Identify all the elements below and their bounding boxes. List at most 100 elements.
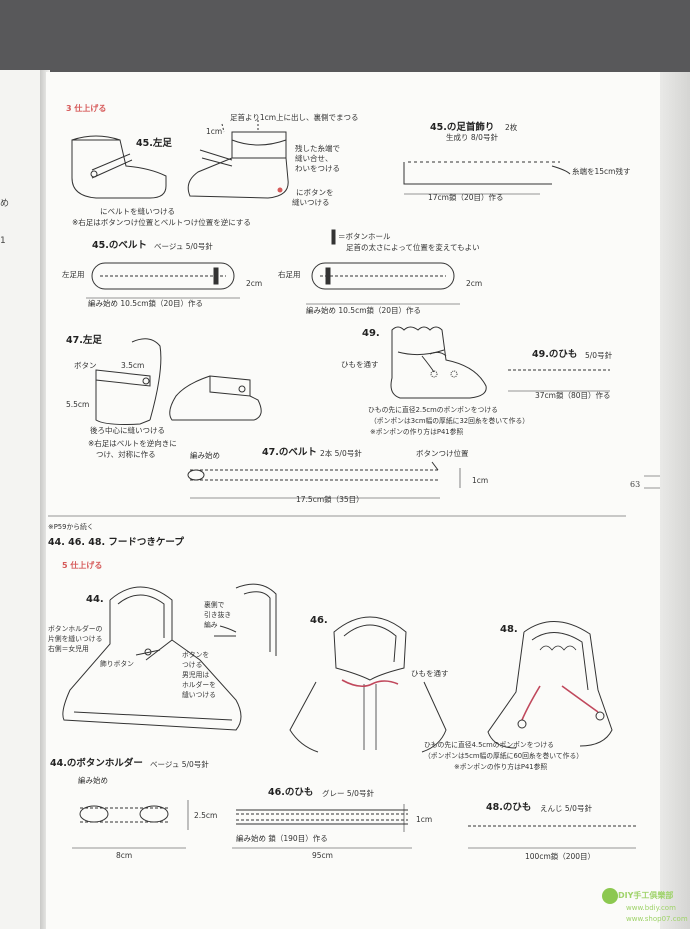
pompom49-3: ※ポンポンの作り方はP41参照 [370, 428, 464, 436]
left-page-fragment: め 1 [0, 70, 44, 929]
watermark-sub: www.shop07.com [626, 915, 688, 923]
dim-5-5cm: 5.5cm [66, 400, 90, 409]
note-boy-1: ボタンを [182, 651, 210, 659]
right-foot-label: 右足用 [278, 270, 301, 279]
left-foot-label: 左足用 [62, 270, 85, 279]
continued-note: ※P59から続く [48, 523, 94, 531]
cord48-spec: えんじ 5/0号針 [540, 804, 592, 813]
note-holder-1: ボタンホルダーの [48, 625, 103, 633]
cord46-1cm: 1cm [416, 815, 433, 824]
cord49-chart [508, 369, 610, 392]
left-page-text: 1 [0, 236, 6, 246]
cord46-title: 46.のひも [268, 787, 314, 798]
pattern-page [46, 72, 660, 929]
belt45-right-chart [306, 229, 460, 305]
note-pull-1: 裏側で [204, 601, 225, 609]
item44-label: 44. [86, 594, 104, 605]
ankle-spec: 生成り 8/0号針 [446, 133, 498, 142]
cord48-length: 100cm鎖（200目） [525, 852, 596, 861]
slipper-45-left-drawing [71, 135, 167, 199]
ankle-length: 17cm鎖（20目）作る [428, 193, 504, 202]
belt45-left-chart [86, 262, 240, 299]
pompom49-2: （ポンポンは3cm幅の厚紙に32回糸を巻いて作る） [370, 417, 530, 425]
note-pull-3: 編み [204, 621, 218, 629]
cord46-start: 編み始め 鎖（190目）作る [236, 834, 328, 843]
belt47-spec: 2本 5/0号針 [320, 449, 362, 458]
slipper-47-left-drawing [95, 338, 262, 425]
note-boy-5: 縫いつける [182, 691, 216, 699]
pass-cord-49: ひもを通す [341, 360, 379, 369]
note-1cm: 1cm [206, 127, 223, 136]
dim-3-5cm: 3.5cm [121, 361, 145, 370]
ankle-ornament-chart [403, 161, 571, 195]
watermark-site: DIY手工俱樂部 [618, 891, 674, 900]
cape-48-drawing [487, 621, 613, 749]
cord49-title: 49.のひも [532, 349, 578, 360]
hood-detail-drawing [214, 583, 277, 656]
pompom48-3: ※ポンポンの作り方はP41参照 [454, 763, 548, 771]
note-thread-1: 残した糸端で [295, 144, 340, 153]
note-thread-3: わいをつける [295, 164, 340, 173]
holder-start: 編み始め [78, 776, 108, 785]
watermark-url: www.bdiy.com [626, 904, 676, 912]
holder44-spec: ベージュ 5/0号針 [150, 760, 209, 769]
note-right47-1: ※右足はベルトを逆向きに [88, 439, 177, 448]
note-belt-a: にベルトを縫いつける [100, 207, 175, 216]
pass-cord-46: ひもを通す [411, 669, 449, 678]
holder-8cm: 8cm [116, 851, 133, 860]
book-spine [40, 70, 50, 929]
note-boy-2: つける [182, 661, 203, 669]
cord49-length: 37cm鎖（80目）作る [535, 391, 611, 400]
cord48-chart [468, 825, 636, 849]
holder-2-5cm: 2.5cm [194, 811, 218, 820]
cord49-spec: 5/0号針 [585, 351, 613, 360]
holder44-title: 44.のボタンホルダー [50, 758, 143, 769]
item48-label: 48. [500, 624, 518, 635]
cord46-spec: グレー 5/0号針 [322, 789, 374, 798]
item46-label: 46. [310, 615, 328, 626]
item45-label: 45.左足 [136, 138, 172, 149]
note-pull-2: 引き抜き [204, 611, 232, 619]
buttonhole-note: 足首の太さによって位置を変えてもよい [346, 243, 480, 252]
pompom49-1: ひもの先に直径2.5cmのポンポンをつける [368, 406, 498, 414]
note-top: 足首より1cm上に出し、裏側でまつる [230, 113, 359, 122]
belt45-start-left: 編み始め 10.5cm鎖（20目）作る [88, 299, 204, 308]
note-boy-3: 男児用は [182, 671, 210, 679]
ankle-count: 2枚 [505, 123, 518, 132]
belt45-title: 45.のベルト [92, 240, 147, 251]
slipper-45-finished-drawing [187, 120, 289, 199]
note-thread-2: 縫い合せ、 [295, 154, 333, 163]
note-boy-4: ホルダーを [182, 681, 216, 689]
section5-heading: 5 仕上げる [62, 561, 103, 570]
belt45-height-left: 2cm [246, 279, 263, 288]
note-belt-b: ※右足はボタンつけ位置とベルトつけ位置を逆にする [72, 218, 251, 227]
ankle-thread: 糸端を15cm残す [572, 167, 631, 176]
deco-button: 飾りボタン [100, 660, 134, 668]
cord48-title: 48.のひも [486, 802, 532, 813]
belt47-chart [187, 461, 461, 499]
cape-title: 44. 46. 48. フードつきケープ [48, 537, 184, 548]
item49-label: 49. [362, 328, 380, 339]
cord46-chart [232, 804, 412, 849]
watermark-logo [602, 888, 618, 904]
left-page-text: め [0, 199, 10, 209]
belt45-start-right: 編み始め 10.5cm鎖（20目）作る [306, 306, 422, 315]
note-holder-3: 右側＝女児用 [48, 645, 89, 653]
belt47-1cm: 1cm [472, 476, 489, 485]
item47-label: 47.左足 [66, 335, 102, 346]
section3-heading: 3 仕上げる [66, 104, 107, 113]
pompom48-1: ひもの先に直径4.5cmのポンポンをつける [424, 741, 554, 749]
belt47-length: 17.5cm鎖（35目） [296, 495, 364, 504]
note-button-1: にボタンを [296, 188, 334, 197]
belt47-title: 47.のベルト [262, 447, 317, 458]
page-edge [660, 72, 690, 929]
button-position: ボタンつけ位置 [416, 449, 469, 458]
belt45-spec: ベージュ 5/0号針 [154, 242, 213, 251]
note-holder-2: 片側を縫いつける [48, 635, 103, 643]
holder44-chart [72, 800, 189, 849]
page-number: 63 [630, 480, 641, 489]
bootie-49-drawing [390, 326, 487, 399]
note-back-center: 後ろ中心に縫いつける [90, 426, 165, 435]
pompom48-2: （ポンポンは5cm幅の厚紙に60回糸を巻いて作る） [424, 752, 584, 760]
